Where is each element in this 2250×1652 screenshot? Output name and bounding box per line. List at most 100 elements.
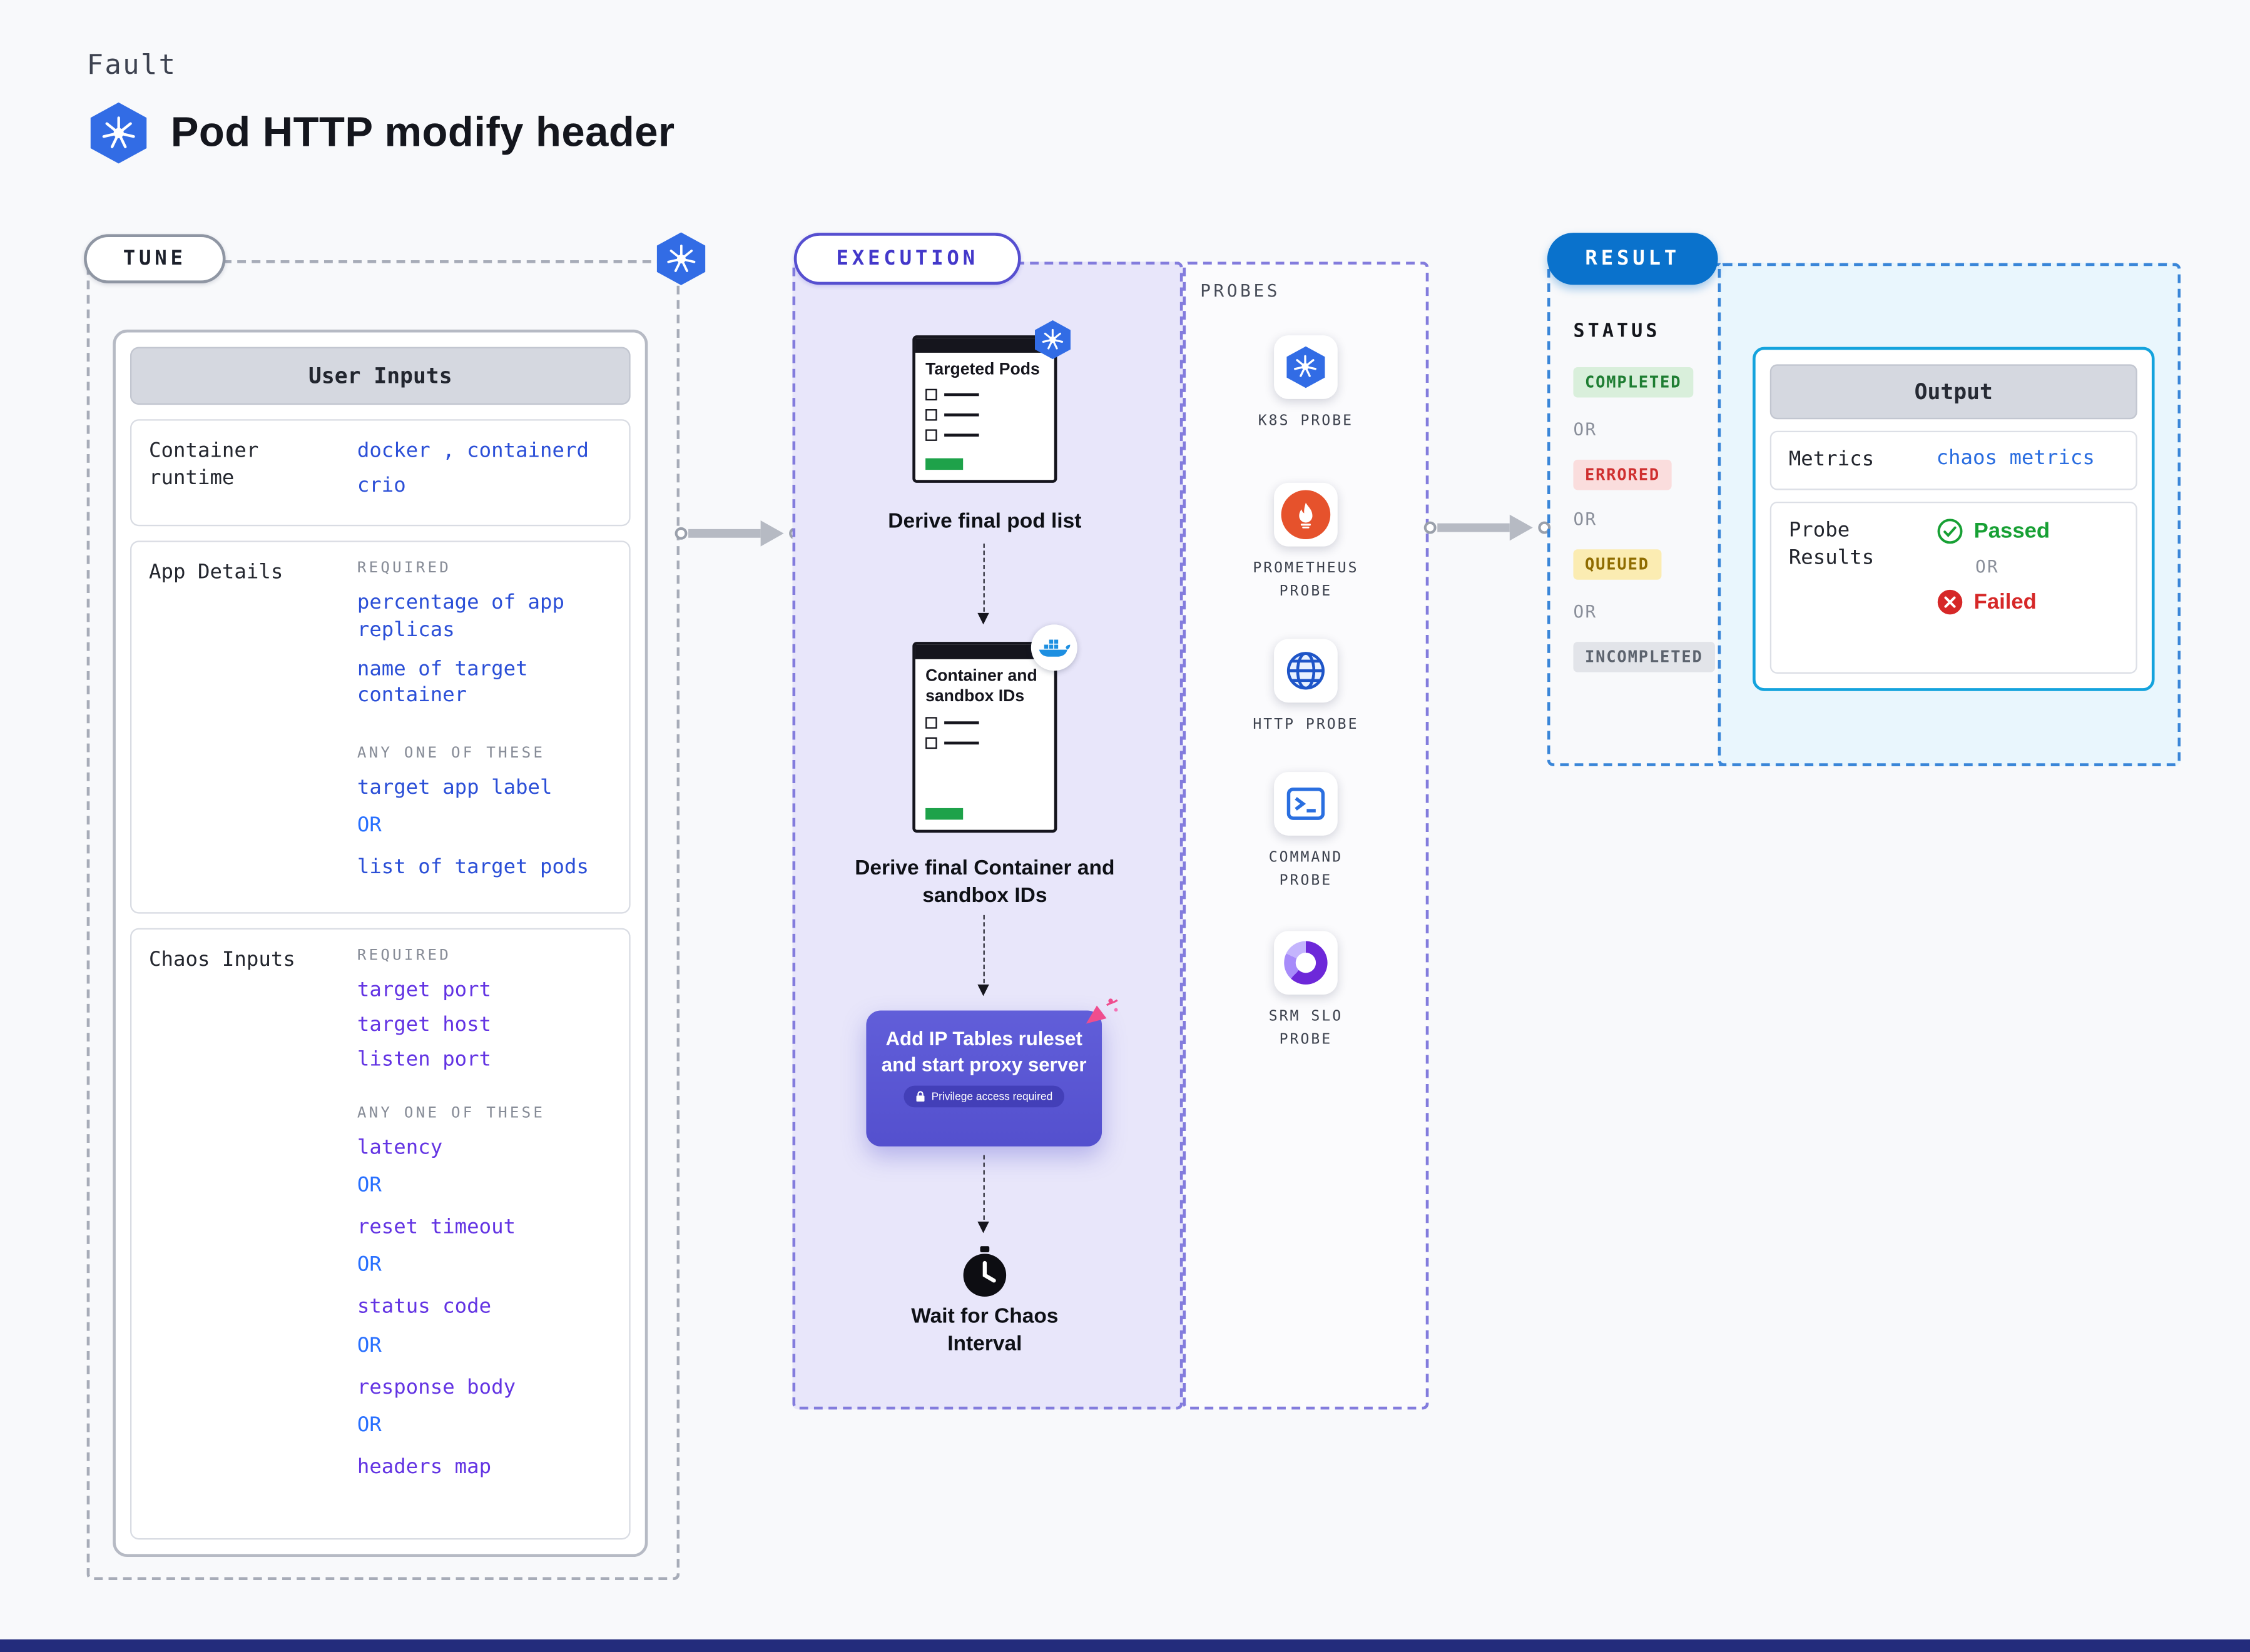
metrics-value: chaos metrics xyxy=(1936,447,2095,470)
flow-arrow-down xyxy=(977,543,989,625)
globe-icon xyxy=(1286,652,1325,690)
user-inputs-title: User Inputs xyxy=(130,347,631,405)
chaos-option: status code xyxy=(357,1295,492,1319)
probe-label: COMMAND PROBE xyxy=(1268,849,1343,889)
clock-icon xyxy=(963,1246,1007,1297)
metrics-label: Metrics xyxy=(1788,448,1875,472)
progress-bar xyxy=(925,458,964,470)
required-label: REQUIRED xyxy=(357,946,452,964)
doc-titlebar xyxy=(915,644,1054,659)
status-heading: STATUS xyxy=(1573,321,1661,343)
k8s-probe-card xyxy=(1274,335,1338,399)
or-separator: OR xyxy=(357,1413,382,1437)
container-runtime-row: Container runtime docker , containerd cr… xyxy=(130,419,631,527)
result-badge: RESULT xyxy=(1547,233,1718,285)
or-separator: OR xyxy=(1573,419,1597,440)
check-circle-icon xyxy=(1937,519,1963,544)
bottom-accent-bar xyxy=(0,1639,2250,1652)
step-caption: Derive final Container and sandbox IDs xyxy=(855,857,1115,908)
or-separator: OR xyxy=(357,1334,382,1357)
status-badge-errored: ERRORED xyxy=(1573,459,1672,490)
status-badge-incompleted: INCOMPLETED xyxy=(1573,642,1715,672)
or-separator: OR xyxy=(357,1174,382,1198)
checkbox-icon xyxy=(925,716,937,729)
or-separator: OR xyxy=(357,814,382,838)
probe-label: HTTP PROBE xyxy=(1253,717,1359,733)
or-separator: OR xyxy=(1573,601,1597,622)
kubernetes-icon xyxy=(90,102,147,164)
metrics-row: Metrics chaos metrics xyxy=(1769,430,2137,490)
fault-kicker: Fault xyxy=(86,49,177,81)
container-runtime-label: Container runtime xyxy=(149,439,259,490)
checkbox-icon xyxy=(925,389,937,402)
output-card: Output Metrics chaos metrics Probe Resul… xyxy=(1753,347,2155,691)
chaos-required-item: target port xyxy=(357,978,492,1001)
app-required-item: percentage of app replicas xyxy=(357,592,565,642)
required-label: REQUIRED xyxy=(357,560,452,577)
prometheus-flame-icon xyxy=(1281,490,1331,540)
probe-label: PROMETHEUS PROBE xyxy=(1253,560,1359,599)
or-separator: OR xyxy=(1975,556,1999,577)
pie-chart-icon xyxy=(1284,941,1328,985)
execution-badge: EXECUTION xyxy=(793,233,1021,285)
runtime-value-line1: docker , containerd xyxy=(357,439,589,463)
chaos-option: reset timeout xyxy=(357,1216,516,1240)
terminal-icon xyxy=(1286,788,1325,820)
lock-icon xyxy=(916,1091,925,1102)
app-details-row: App Details REQUIRED percentage of app r… xyxy=(130,541,631,913)
doc-checklist xyxy=(915,383,1054,442)
flow-arrow-down xyxy=(977,1155,989,1234)
checkbox-icon xyxy=(925,409,937,422)
doc-title: Targeted Pods xyxy=(925,361,1040,379)
app-option-b: list of target pods xyxy=(357,856,589,879)
any-one-label: ANY ONE OF THESE xyxy=(357,1104,546,1122)
iptables-step-text: Add IP Tables ruleset and start proxy se… xyxy=(881,1028,1087,1075)
probes-section-box xyxy=(1183,261,1429,1410)
checkbox-icon xyxy=(925,430,937,442)
step-caption: Wait for Chaos Interval xyxy=(911,1305,1059,1356)
srm-slo-probe-card xyxy=(1274,931,1338,995)
probe-label: SRM SLO PROBE xyxy=(1268,1009,1343,1048)
app-details-label: App Details xyxy=(149,561,283,585)
probe-results-label: Probe Results xyxy=(1788,519,1875,570)
docker-icon xyxy=(1031,624,1077,671)
any-one-label: ANY ONE OF THESE xyxy=(357,744,546,763)
progress-bar xyxy=(925,808,964,820)
flow-arrow-down xyxy=(977,915,989,996)
http-probe-card xyxy=(1274,639,1338,703)
kubernetes-icon xyxy=(1286,346,1325,388)
status-badge-queued: QUEUED xyxy=(1573,549,1661,580)
chaos-inputs-label: Chaos Inputs xyxy=(149,947,295,971)
prometheus-probe-card xyxy=(1274,482,1338,547)
or-separator: OR xyxy=(357,1254,382,1277)
passed-label: Passed xyxy=(1973,519,2050,544)
chaos-inputs-row: Chaos Inputs REQUIRED target port target… xyxy=(130,927,631,1540)
flow-arrow-tune-to-execution xyxy=(674,520,802,547)
app-option-a: target app label xyxy=(357,776,552,800)
iptables-step-box: Add IP Tables ruleset and start proxy se… xyxy=(866,998,1118,1147)
command-probe-card xyxy=(1274,772,1338,836)
chaos-option: response body xyxy=(357,1376,516,1399)
flow-arrow-execution-to-result xyxy=(1423,514,1551,541)
runtime-value-line2: crio xyxy=(357,474,406,498)
probes-label: PROBES xyxy=(1200,280,1281,301)
failed-label: Failed xyxy=(1973,589,2037,614)
targeted-pods-doc: Targeted Pods xyxy=(912,320,1071,483)
party-popper-icon xyxy=(1086,998,1118,1024)
app-required-item: name of target container xyxy=(357,657,528,707)
doc-checklist xyxy=(915,711,1054,749)
chaos-option: latency xyxy=(357,1136,443,1160)
privilege-badge-label: Privilege access required xyxy=(931,1090,1053,1103)
probe-label: K8S PROBE xyxy=(1258,413,1354,430)
privilege-badge: Privilege access required xyxy=(904,1085,1064,1108)
page-title: Pod HTTP modify header xyxy=(170,109,675,156)
doc-title: Container and sandbox IDs xyxy=(925,667,1037,706)
container-ids-doc: Container and sandbox IDs xyxy=(912,624,1077,833)
status-badge-completed: COMPLETED xyxy=(1573,367,1693,398)
chaos-option: headers map xyxy=(357,1455,492,1479)
user-inputs-card: User Inputs Container runtime docker , c… xyxy=(113,329,648,1558)
tune-badge: TUNE xyxy=(84,234,226,283)
or-separator: OR xyxy=(1573,509,1597,529)
x-circle-icon xyxy=(1937,589,1963,615)
